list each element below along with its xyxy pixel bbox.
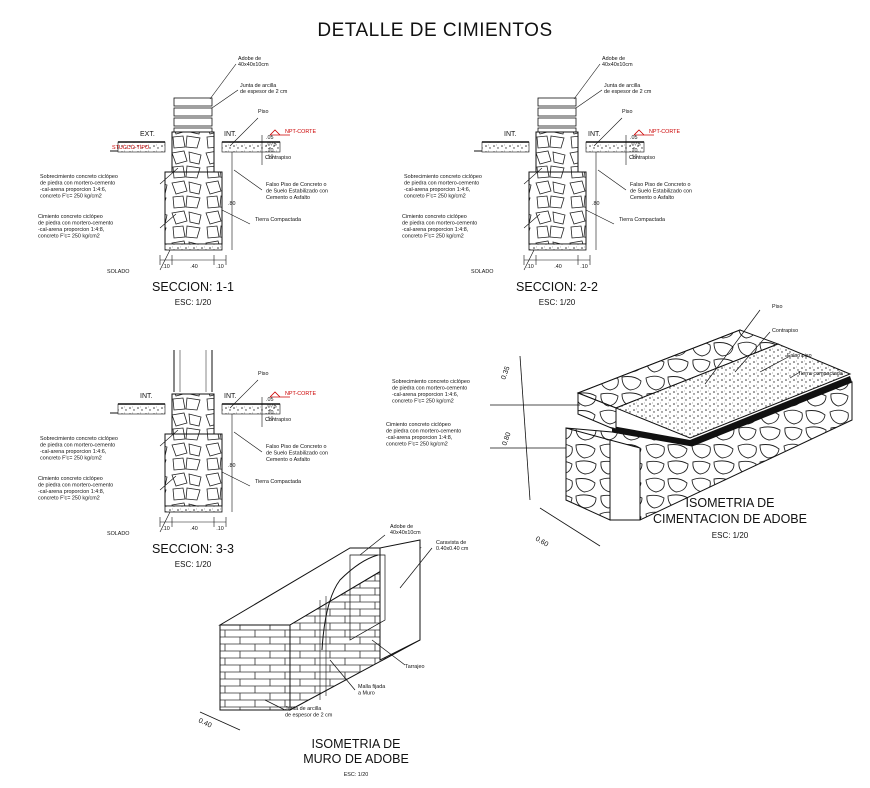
dim-label: .10 bbox=[216, 264, 224, 270]
dim-label: .40 bbox=[190, 526, 198, 532]
tierra-label: Tierra Compactada bbox=[619, 217, 665, 223]
contrapiso-label: Contrapiso bbox=[629, 155, 655, 161]
side-dim-label: .10 bbox=[630, 155, 638, 161]
side-dim-label: .075 bbox=[630, 142, 641, 148]
iso-falso-piso-label: Falso piso bbox=[787, 353, 812, 359]
side-dim-label: .05 bbox=[266, 135, 274, 141]
side-dim-label: .075 bbox=[266, 404, 277, 410]
right-side-label: INT. bbox=[224, 131, 237, 138]
section-title: SECCION: 2-2 bbox=[516, 280, 598, 294]
tierra-label: Tierra Compactada bbox=[255, 479, 301, 485]
right-side-label: INT. bbox=[224, 393, 237, 400]
left-side-label: INT. bbox=[504, 131, 517, 138]
iso-piso-label: Piso bbox=[772, 304, 783, 310]
iso-dim-c: 0.60 bbox=[534, 536, 549, 549]
depth-dim-label: .80 bbox=[228, 463, 236, 469]
section-scale: ESC: 1/20 bbox=[539, 298, 576, 307]
dim-label: .10 bbox=[162, 526, 170, 532]
piso-label: Piso bbox=[258, 371, 269, 377]
muro-title-2: MURO DE ADOBE bbox=[303, 752, 409, 766]
npt-label: NPT-CORTE bbox=[285, 129, 316, 135]
iso-dim-b: 0.80 bbox=[501, 431, 512, 446]
tierra-label: Tierra Compactada bbox=[255, 217, 301, 223]
side-dim-label: .10 bbox=[266, 148, 274, 154]
dim-label: .40 bbox=[554, 264, 562, 270]
dim-label: .40 bbox=[190, 264, 198, 270]
stucco-label: STUCCO-TIPO bbox=[112, 145, 149, 151]
left-side-label: EXT. bbox=[140, 131, 155, 138]
contrapiso-label: Contrapiso bbox=[265, 417, 291, 423]
solado-label: SOLADO bbox=[107, 269, 129, 275]
muro-tarrajeo-label: Tarrajeo bbox=[405, 664, 424, 670]
iso-dim-a: 0.35 bbox=[500, 365, 511, 380]
muro-dim: 0.40 bbox=[197, 717, 212, 729]
piso-label: Piso bbox=[258, 109, 269, 115]
section-title: SECCION: 1-1 bbox=[152, 280, 234, 294]
right-side-label: INT. bbox=[588, 131, 601, 138]
depth-dim-label: .80 bbox=[592, 201, 600, 207]
muro-title-1: ISOMETRIA DE bbox=[312, 737, 401, 751]
npt-label: NPT-CORTE bbox=[649, 129, 680, 135]
iso-contrapiso-label: Contrapiso bbox=[772, 328, 798, 334]
section-scale: ESC: 1/20 bbox=[175, 560, 212, 569]
contrapiso-label: Contrapiso bbox=[265, 155, 291, 161]
iso-cim-title-2: CIMENTACION DE ADOBE bbox=[653, 512, 807, 526]
side-dim-label: .05 bbox=[630, 135, 638, 141]
left-side-label: INT. bbox=[140, 393, 153, 400]
iso-cimentacion bbox=[490, 309, 853, 547]
side-dim-label: .05 bbox=[266, 397, 274, 403]
dim-label: .10 bbox=[216, 526, 224, 532]
iso-tierra-label: Tierra compactada bbox=[798, 371, 843, 377]
piso-label: Piso bbox=[622, 109, 633, 115]
side-dim-label: .10 bbox=[266, 155, 274, 161]
dim-label: .10 bbox=[580, 264, 588, 270]
npt-label: NPT-CORTE bbox=[285, 391, 316, 397]
side-dim-label: .10 bbox=[630, 148, 638, 154]
side-dim-label: .075 bbox=[266, 142, 277, 148]
page-title: DETALLE DE CIMIENTOS bbox=[317, 20, 553, 41]
iso-cim-scale: ESC: 1/20 bbox=[712, 531, 749, 540]
section-title: SECCION: 3-3 bbox=[152, 542, 234, 556]
solado-label: SOLADO bbox=[107, 531, 129, 537]
side-dim-label: .10 bbox=[266, 410, 274, 416]
dim-label: .10 bbox=[526, 264, 534, 270]
depth-dim-label: .80 bbox=[228, 201, 236, 207]
dim-label: .10 bbox=[162, 264, 170, 270]
section-scale: ESC: 1/20 bbox=[175, 298, 212, 307]
iso-cim-title-1: ISOMETRIA DE bbox=[686, 496, 775, 510]
solado-label: SOLADO bbox=[471, 269, 493, 275]
side-dim-label: .10 bbox=[266, 417, 274, 423]
iso-muro bbox=[199, 534, 433, 731]
muro-scale: ESC: 1/20 bbox=[344, 772, 369, 778]
